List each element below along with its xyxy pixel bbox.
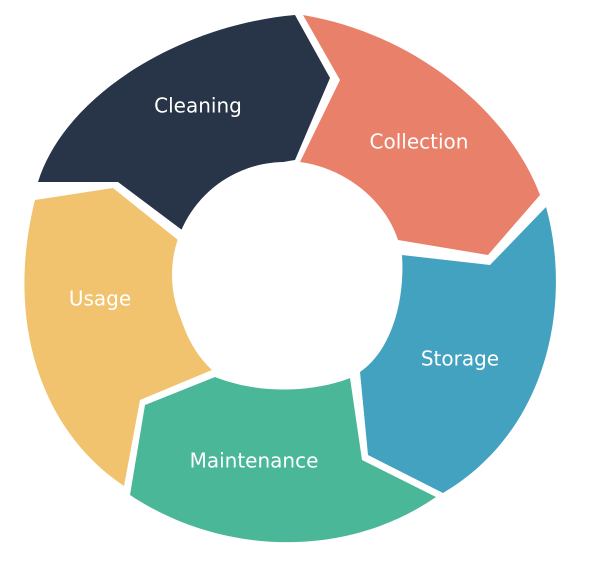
stage-cleaning: Cleaning [38, 15, 330, 230]
stage-maintenance-segment [130, 377, 436, 543]
stage-usage-segment [24, 188, 212, 486]
center-hole [172, 162, 398, 388]
stage-usage-label: Usage [69, 287, 131, 311]
stage-storage-label: Storage [421, 347, 499, 371]
stage-collection-label: Collection [370, 130, 469, 154]
stage-collection: Collection [300, 15, 540, 255]
stage-maintenance-label: Maintenance [190, 449, 319, 473]
stage-collection-segment [300, 15, 540, 255]
stage-cleaning-segment [38, 15, 330, 230]
stage-storage-segment [360, 207, 556, 493]
stage-maintenance: Maintenance [130, 377, 436, 543]
stage-cleaning-label: Cleaning [154, 94, 242, 118]
stage-storage: Storage [360, 207, 556, 493]
stage-usage: Usage [24, 188, 212, 486]
